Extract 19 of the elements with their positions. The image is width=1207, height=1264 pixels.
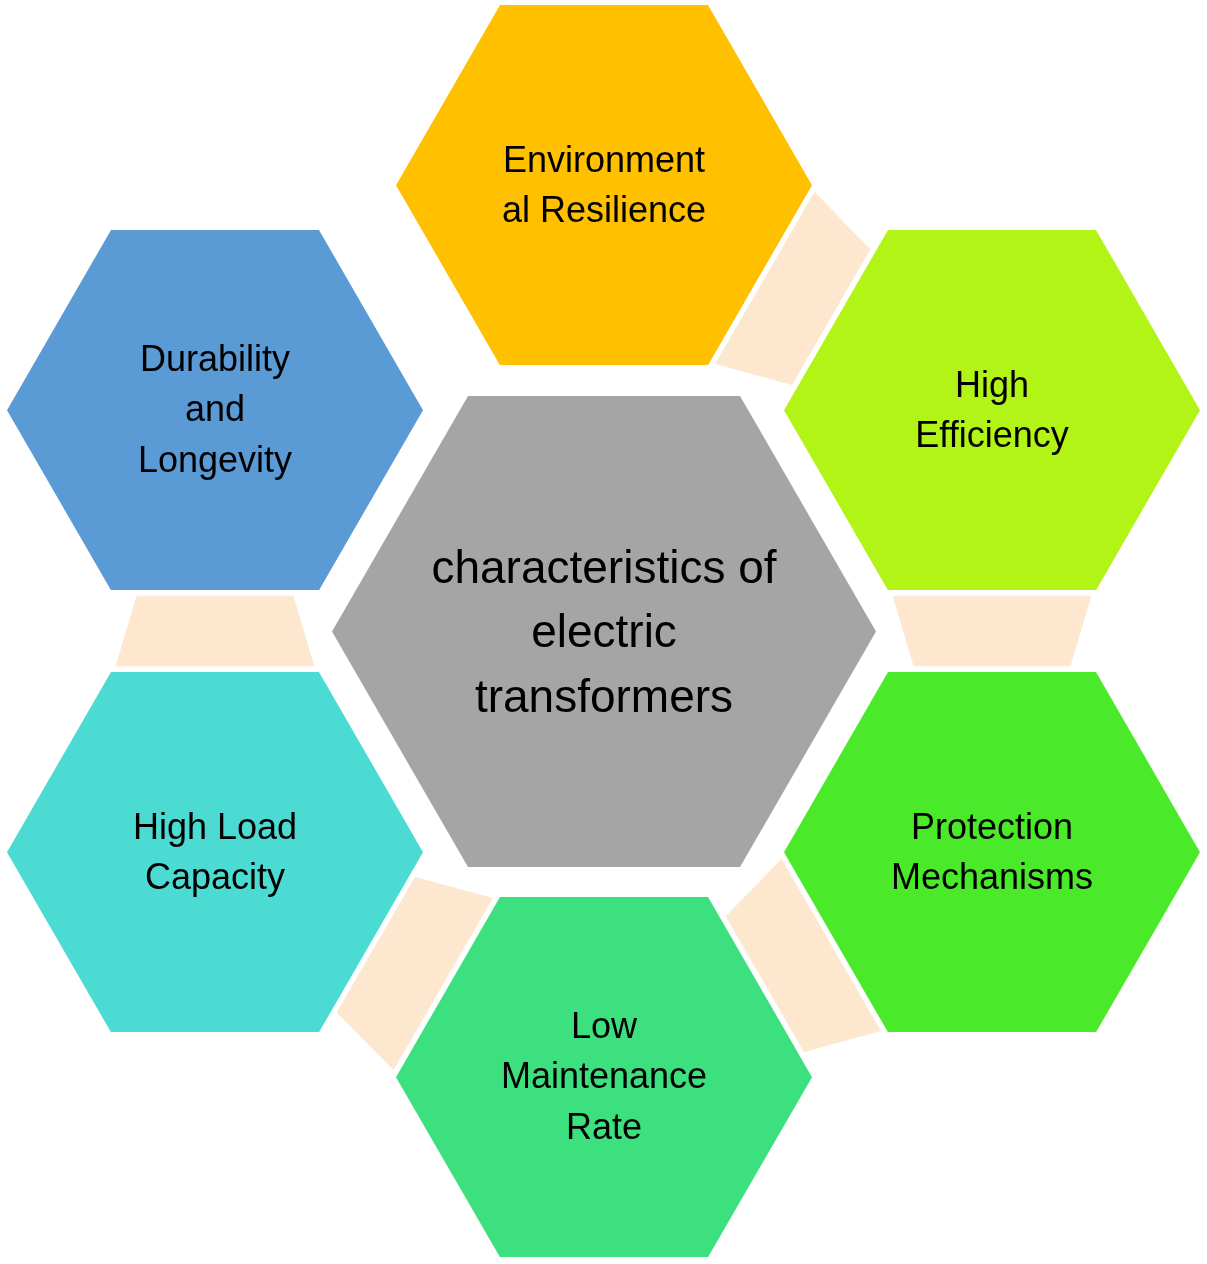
connector-band [725,859,881,1052]
hexagon [396,4,812,366]
hexagon [784,671,1200,1033]
node-label: High Load Capacity [131,804,299,899]
hexagon [7,229,423,591]
connector-band [892,595,1092,667]
hexagon [784,229,1200,591]
connector-band [715,192,871,385]
node-label: Low Maintenance Rate [499,1004,709,1150]
node-label: Protection Mechanisms [889,804,1095,899]
connector-band [336,877,493,1070]
connector-band [115,595,315,667]
hexagon [7,671,423,1033]
hexagon [332,396,876,868]
node-label: characteristics of electric transformers [430,540,778,725]
node-label: Environment al Resilience [500,137,708,232]
node-label: Durability and Longevity [136,337,294,483]
node-label: High Efficiency [914,362,1070,457]
hexagon [396,896,812,1258]
